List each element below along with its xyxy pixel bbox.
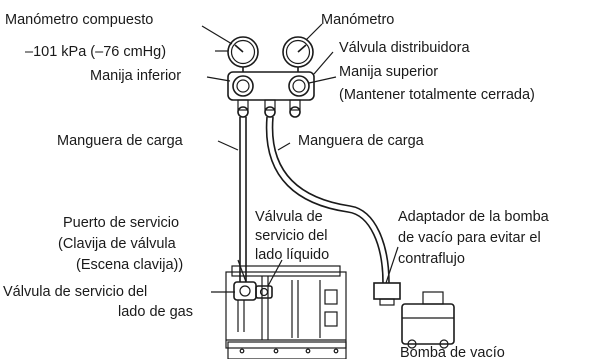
label-adapter-line2: de vacío para evitar el: [398, 230, 541, 246]
label-liquid-valve-line3: lado líquido: [255, 247, 329, 263]
liquid-service-valve-icon: [255, 285, 273, 299]
label-charge-hose-right: Manguera de carga: [298, 133, 425, 149]
manifold-ports: [237, 99, 301, 118]
outdoor-unit-icon: [225, 265, 347, 359]
label-service-port-line3: (Escena clavija)): [76, 257, 183, 273]
vacuum-pump-adapter: [373, 282, 401, 306]
label-distributor-valve: Válvula distribuidora: [339, 40, 471, 56]
charge-hose-right: [265, 116, 390, 284]
compound-gauge-icon: [227, 36, 259, 68]
upper-handle-knob: [288, 75, 310, 97]
label-liquid-valve-line1: Válvula de: [255, 209, 323, 225]
label-service-port-line1: Puerto de servicio: [63, 215, 179, 231]
pressure-gauge-icon: [282, 36, 314, 68]
leader-lines: [201, 23, 399, 293]
label-gauge: Manómetro: [321, 12, 394, 28]
label-vacuum-pump: Bomba de vacío: [400, 345, 505, 359]
label-compound-gauge: Manómetro compuesto: [5, 12, 153, 28]
label-adapter-line1: Adaptador de la bomba: [398, 209, 550, 225]
label-adapter-line3: contraflujo: [398, 251, 465, 267]
label-pressure-reading: –101 kPa (–76 cmHg): [25, 44, 166, 60]
vacuum-pump-icon: [401, 291, 455, 349]
label-upper-handle: Manija superior: [339, 64, 438, 80]
label-gas-valve-line1: Válvula de servicio del: [3, 284, 147, 300]
label-keep-closed: (Mantener totalmente cerrada): [339, 87, 535, 103]
lower-handle-knob: [232, 75, 254, 97]
label-gas-valve-line2: lado de gas: [118, 304, 193, 320]
label-liquid-valve-line2: servicio del: [255, 228, 328, 244]
label-group: Manómetro compuesto –101 kPa (–76 cmHg) …: [3, 12, 550, 359]
label-charge-hose-left: Manguera de carga: [57, 133, 184, 149]
label-lower-handle: Manija inferior: [90, 68, 181, 84]
label-service-port-line2: (Clavija de válvula: [58, 236, 177, 252]
charge-hose-left: [239, 117, 247, 268]
